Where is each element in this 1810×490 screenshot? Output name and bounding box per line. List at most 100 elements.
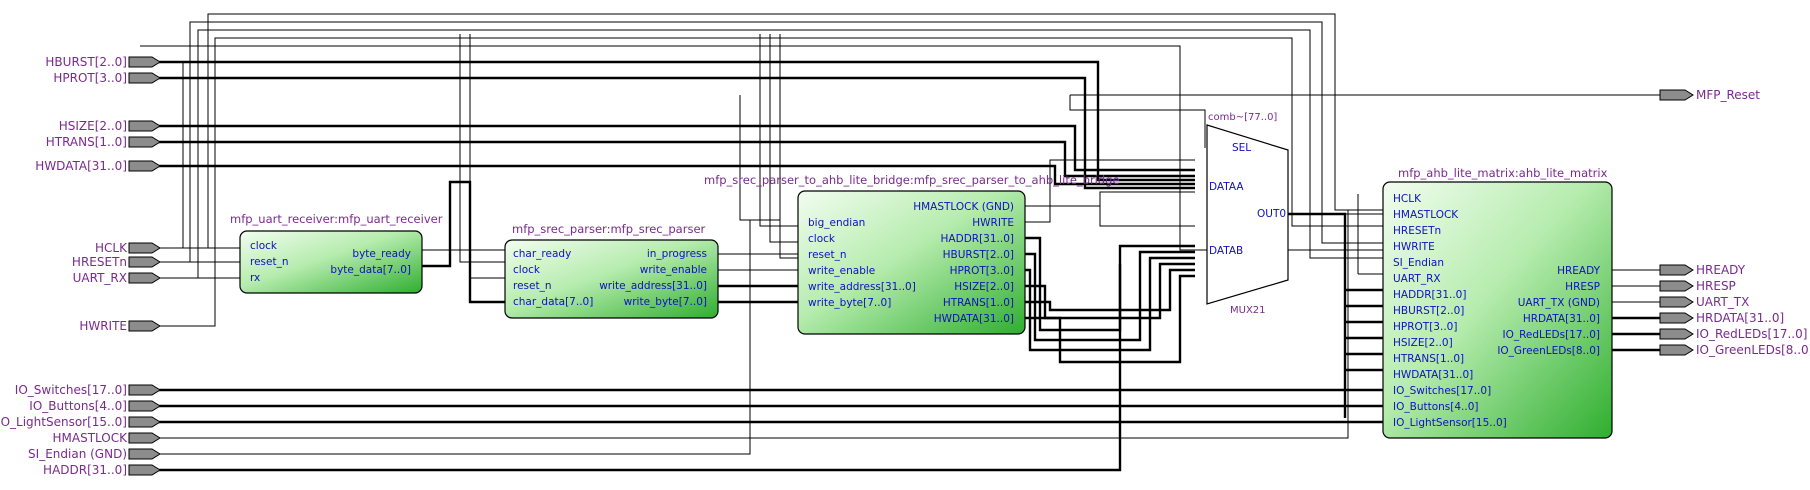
- ahb-matrix-title: mfp_ahb_lite_matrix:ahb_lite_matrix: [1398, 166, 1608, 180]
- bridge-port-big-endian: big_endian: [808, 217, 865, 229]
- ahb-bridge-block[interactable]: mfp_srec_parser_to_ahb_lite_bridge:mfp_s…: [704, 173, 1120, 335]
- mux21-block[interactable]: comb~[77..0] SEL DATAA DATAB OUT0 MUX21: [1206, 112, 1289, 316]
- matrix-port-htrans-1-0: HTRANS[1..0]: [1393, 353, 1464, 365]
- srec-port-reset-n: reset_n: [513, 280, 552, 292]
- input-pin-label: HCLK: [95, 241, 128, 255]
- input-pin-label: IO_Switches[17..0]: [15, 383, 127, 397]
- input-pin-htrans-1-0: HTRANS[1..0]: [46, 135, 161, 149]
- input-pin-label: HWRITE: [79, 319, 127, 333]
- bridge-port-hwdata: HWDATA[31..0]: [934, 313, 1014, 325]
- input-pin-io-buttons-4-0: IO_Buttons[4..0]: [29, 399, 161, 413]
- output-pin-label: MFP_Reset: [1696, 88, 1760, 102]
- bridge-port-hwrite: HWRITE: [972, 217, 1014, 229]
- bridge-port-write-enable: write_enable: [808, 265, 875, 277]
- input-pin-hburst-2-0: HBURST[2..0]: [45, 55, 161, 69]
- mux-port-out0: OUT0: [1257, 208, 1286, 220]
- bridge-port-clock: clock: [808, 233, 836, 245]
- matrix-port-hresp: HRESP: [1565, 281, 1600, 293]
- output-pin-hresp: HRESP: [1659, 279, 1736, 293]
- srec-parser-title: mfp_srec_parser:mfp_srec_parser: [512, 222, 706, 236]
- output-pin-io-redleds-17-0: IO_RedLEDs[17..0]: [1659, 327, 1807, 341]
- uart-port-clock: clock: [250, 240, 278, 252]
- input-pin-io-lightsensor-15-0: IO_LightSensor[15..0]: [0, 415, 161, 429]
- output-pin-mfp-reset: MFP_Reset: [1659, 88, 1760, 102]
- output-pin-label: IO_RedLEDs[17..0]: [1696, 327, 1807, 341]
- output-pin-hrdata-31-0: HRDATA[31..0]: [1659, 311, 1784, 325]
- mux-type-label: MUX21: [1230, 305, 1266, 316]
- input-pin-hwrite: HWRITE: [79, 319, 161, 333]
- input-pin-hprot-3-0: HPROT[3..0]: [53, 71, 161, 85]
- input-pin-hclk: HCLK: [95, 241, 161, 255]
- ahb-bridge-title: mfp_srec_parser_to_ahb_lite_bridge:mfp_s…: [704, 173, 1120, 187]
- input-pin-label: HMASTLOCK: [53, 431, 129, 445]
- output-pin-label: HRDATA[31..0]: [1696, 311, 1784, 325]
- input-pin-io-switches-17-0: IO_Switches[17..0]: [15, 383, 161, 397]
- input-pin-label: HWDATA[31..0]: [35, 159, 127, 173]
- srec-parser-block[interactable]: mfp_srec_parser:mfp_srec_parser char_rea…: [504, 222, 719, 319]
- input-pin-label: HRESETn: [72, 255, 127, 269]
- matrix-port-hclk: HCLK: [1393, 193, 1422, 205]
- input-pin-hmastlock: HMASTLOCK: [53, 431, 161, 445]
- input-pin-label: HPROT[3..0]: [53, 71, 127, 85]
- bridge-port-reset-n: reset_n: [808, 249, 847, 261]
- input-pin-label: HBURST[2..0]: [45, 55, 127, 69]
- bridge-port-htrans: HTRANS[1..0]: [943, 297, 1014, 309]
- matrix-port-uart-tx-gnd: UART_TX (GND): [1518, 297, 1600, 309]
- bridge-port-haddr: HADDR[31..0]: [941, 233, 1014, 245]
- bridge-port-hsize: HSIZE[2..0]: [954, 281, 1014, 293]
- output-pin-hready: HREADY: [1659, 263, 1746, 277]
- srec-port-write-address: write_address[31..0]: [599, 280, 707, 292]
- uart-port-byte-data: byte_data[7..0]: [330, 264, 411, 276]
- input-pin-label: HADDR[31..0]: [43, 463, 127, 477]
- srec-port-clock: clock: [513, 264, 541, 276]
- matrix-port-hburst-2-0: HBURST[2..0]: [1393, 305, 1464, 317]
- input-pin-label: HSIZE[2..0]: [59, 119, 127, 133]
- matrix-port-io-lightsensor-15-0: IO_LightSensor[15..0]: [1393, 417, 1507, 429]
- output-pin-label: HRESP: [1696, 279, 1736, 293]
- matrix-port-io-buttons-4-0: IO_Buttons[4..0]: [1393, 401, 1478, 413]
- input-pin-hresetn: HRESETn: [72, 255, 161, 269]
- input-pin-label: UART_RX: [73, 271, 127, 285]
- bridge-port-hburst: HBURST[2..0]: [943, 249, 1014, 261]
- input-pins: HBURST[2..0] HPROT[3..0] HSIZE[2..0] HTRANS…: [0, 55, 165, 477]
- matrix-port-io-redleds-17-0: IO_RedLEDs[17..0]: [1502, 329, 1600, 341]
- ahb-matrix-block[interactable]: mfp_ahb_lite_matrix:ahb_lite_matrix HCLK…: [1382, 166, 1613, 439]
- mux-port-datab: DATAB: [1209, 245, 1243, 257]
- matrix-port-io-greenleds-8-0: IO_GreenLEDs[8..0]: [1497, 345, 1600, 357]
- mux-title: comb~[77..0]: [1208, 112, 1277, 123]
- matrix-port-uart-rx: UART_RX: [1393, 273, 1441, 285]
- input-pin-hsize-2-0: HSIZE[2..0]: [59, 119, 161, 133]
- uart-port-rx: rx: [250, 272, 260, 284]
- matrix-port-io-switches-17-0: IO_Switches[17..0]: [1393, 385, 1491, 397]
- output-pin-uart-tx: UART_TX: [1659, 295, 1749, 309]
- srec-port-write-enable: write_enable: [640, 264, 707, 276]
- output-pin-label: HREADY: [1696, 263, 1746, 277]
- matrix-port-hmastlock: HMASTLOCK: [1393, 209, 1459, 221]
- input-pin-hwdata-31-0: HWDATA[31..0]: [35, 159, 161, 173]
- srec-port-in-progress: in_progress: [647, 248, 707, 260]
- input-pin-haddr-31-0: HADDR[31..0]: [43, 463, 161, 477]
- srec-port-char-data: char_data[7..0]: [513, 296, 593, 308]
- matrix-port-si-endian: SI_Endian: [1393, 257, 1444, 269]
- input-pin-si-endian-gnd: SI_Endian (GND): [28, 447, 161, 461]
- output-pin-io-greenleds-8-0: IO_GreenLEDs[8..0]: [1659, 343, 1810, 357]
- matrix-port-hwrite: HWRITE: [1393, 241, 1435, 253]
- uart-port-byte-ready: byte_ready: [352, 248, 411, 260]
- matrix-port-haddr-31-0: HADDR[31..0]: [1393, 289, 1466, 301]
- uart-receiver-block[interactable]: mfp_uart_receiver:mfp_uart_receiver cloc…: [230, 212, 443, 294]
- srec-port-write-byte: write_byte[7..0]: [624, 296, 707, 308]
- bridge-port-write-address: write_address[31..0]: [808, 281, 916, 293]
- bridge-port-hmastlock: HMASTLOCK (GND): [913, 201, 1014, 213]
- input-pin-label: IO_Buttons[4..0]: [29, 399, 127, 413]
- input-pin-label: IO_LightSensor[15..0]: [0, 415, 127, 429]
- input-pin-uart-rx: UART_RX: [73, 271, 161, 285]
- matrix-port-hresetn: HRESETn: [1393, 225, 1441, 237]
- mux-port-dataa: DATAA: [1209, 181, 1244, 193]
- srec-port-char-ready: char_ready: [513, 248, 571, 260]
- mux-port-sel: SEL: [1232, 142, 1251, 154]
- output-pin-label: UART_TX: [1696, 295, 1749, 309]
- uart-port-reset-n: reset_n: [250, 256, 289, 268]
- bridge-port-hprot: HPROT[3..0]: [950, 265, 1014, 277]
- output-pin-label: IO_GreenLEDs[8..0]: [1696, 343, 1810, 357]
